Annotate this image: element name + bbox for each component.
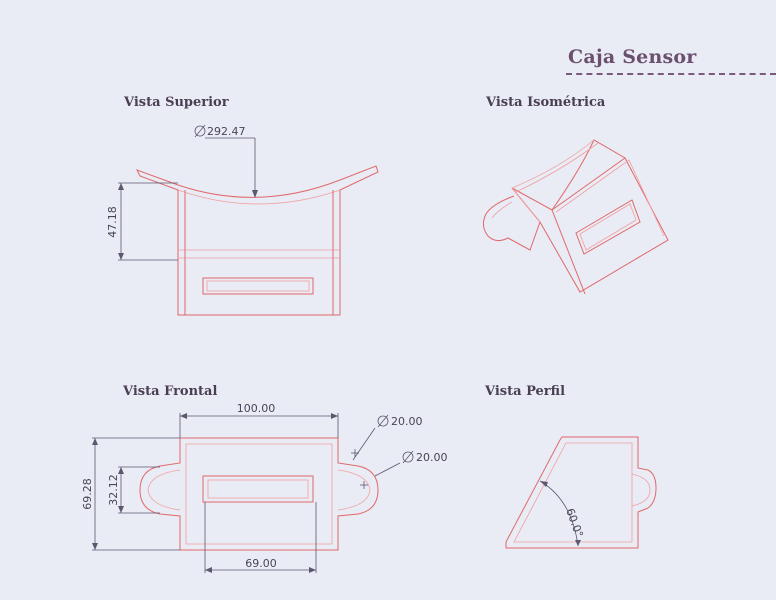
profile-view-outline	[505, 436, 657, 549]
diameter-icon	[194, 125, 206, 137]
front-view-slot-inner	[207, 479, 309, 499]
top-view: 292.47 47.18	[106, 124, 379, 316]
iso-view-slot	[575, 199, 641, 255]
diameter-icon	[402, 451, 414, 463]
top-height-dim: 47.18	[106, 206, 119, 238]
front-view-slot	[202, 475, 314, 503]
top-view-slot	[202, 277, 314, 295]
front-view-outline	[139, 437, 379, 551]
top-view-label: Vista Superior	[124, 95, 229, 110]
iso-view	[482, 139, 669, 295]
profile-view-label: Vista Perfil	[485, 384, 566, 399]
front-total-height-dim: 69.28	[81, 478, 94, 510]
top-view-curve-inner	[177, 189, 341, 205]
front-view: 100.00 69.28 32.12 69.00 20.00 20.00	[81, 402, 448, 573]
front-diameter-1-dim: 20.00	[391, 415, 423, 428]
front-slot-width-dim: 69.00	[245, 557, 277, 570]
title-underline	[566, 73, 776, 75]
iso-view-body	[511, 139, 669, 293]
top-view-outline	[135, 165, 379, 316]
sheet-title: Caja Sensor	[568, 46, 697, 68]
diameter-icon	[377, 415, 389, 427]
top-diameter-dim: 292.47	[207, 125, 246, 138]
front-inner-height-dim: 32.12	[107, 474, 120, 506]
iso-view-label: Vista Isométrica	[486, 95, 606, 110]
profile-angle-dim: 60.0°	[563, 507, 585, 540]
profile-view: 60.0°	[505, 436, 657, 549]
front-view-label: Vista Frontal	[123, 384, 218, 399]
top-view-slot-inner	[206, 280, 310, 292]
front-diameter-2-dim: 20.00	[416, 451, 448, 464]
front-width-dim: 100.00	[237, 402, 276, 415]
iso-view-tab	[482, 195, 541, 251]
